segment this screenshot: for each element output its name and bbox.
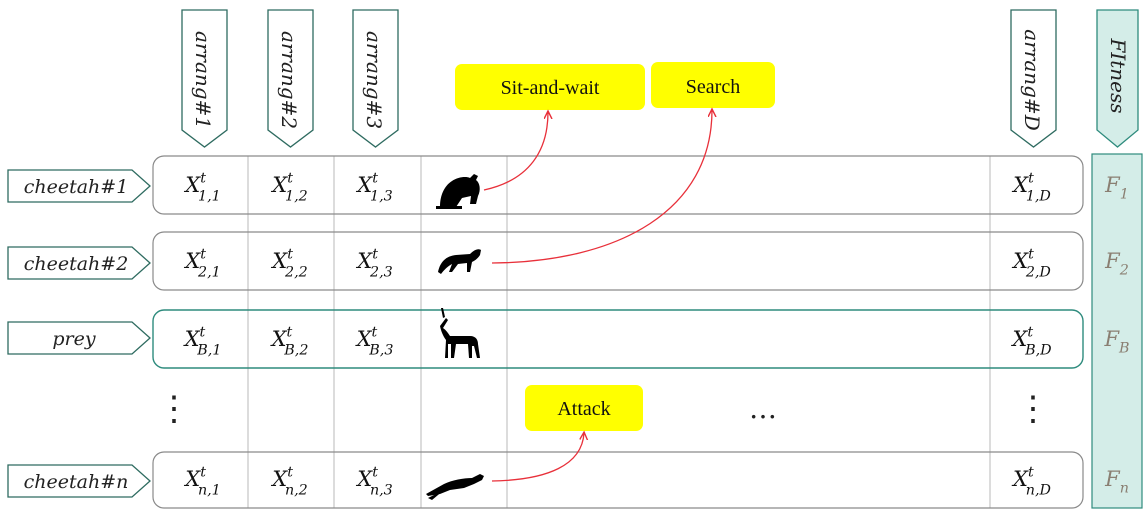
fitness-header-label: FItness xyxy=(1106,37,1130,113)
row-box-cheetah-n xyxy=(152,451,1084,509)
strategy-label: Attack xyxy=(557,398,610,420)
row-box-cheetah-2 xyxy=(152,231,1084,291)
arrow-to-search xyxy=(491,110,712,264)
row-label-cheetah-2: cheetah#2 xyxy=(7,246,151,280)
walking-cheetah-icon xyxy=(438,249,481,274)
row-label-text: prey xyxy=(52,328,95,350)
row-label-text: cheetah#n xyxy=(24,471,129,493)
fitness-value: FB xyxy=(1103,327,1129,356)
strategy-attack: Attack xyxy=(525,385,643,431)
sitting-cheetah-icon xyxy=(436,174,480,209)
horizontal-ellipsis: … xyxy=(749,392,777,425)
fitness-column xyxy=(1091,153,1143,509)
running-cheetah-icon xyxy=(426,474,484,500)
vertical-ellipsis: ⋮ xyxy=(1016,389,1050,429)
vertical-ellipsis: ⋮ xyxy=(157,389,191,429)
column-header-3: arrang#3 xyxy=(352,9,399,148)
column-header-1: arrang#1 xyxy=(181,9,228,148)
column-header-label: arrang#2 xyxy=(277,31,301,129)
column-header-2: arrang#2 xyxy=(267,9,314,148)
strategy-label: Search xyxy=(686,76,740,98)
arrow-to-sit-and-wait xyxy=(483,112,548,191)
fitness-value: F1 xyxy=(1104,173,1129,202)
grid-lines xyxy=(247,156,991,508)
column-header-label: arrang#3 xyxy=(362,31,386,129)
row-box-prey xyxy=(152,309,1084,369)
fitness-value: Fn xyxy=(1104,467,1129,496)
column-header-D: arrang#D xyxy=(1010,9,1057,148)
row-label-text: cheetah#1 xyxy=(24,176,129,198)
gazelle-icon xyxy=(440,308,480,358)
row-box-cheetah-1 xyxy=(152,155,1084,215)
strategy-search: Search xyxy=(651,62,775,108)
row-label-prey: prey xyxy=(7,321,151,355)
arrow-to-attack xyxy=(491,433,584,482)
strategy-label: Sit-and-wait xyxy=(501,77,600,99)
column-header-label: arrang#D xyxy=(1020,29,1044,130)
row-label-cheetah-1: cheetah#1 xyxy=(7,169,151,203)
fitness-value: F2 xyxy=(1104,249,1129,278)
row-label-text: cheetah#2 xyxy=(24,253,129,275)
fitness-header: FItness xyxy=(1096,9,1139,148)
column-header-label: arrang#1 xyxy=(191,31,215,129)
strategy-sit-and-wait: Sit-and-wait xyxy=(455,64,645,110)
row-label-cheetah-n: cheetah#n xyxy=(7,464,151,498)
